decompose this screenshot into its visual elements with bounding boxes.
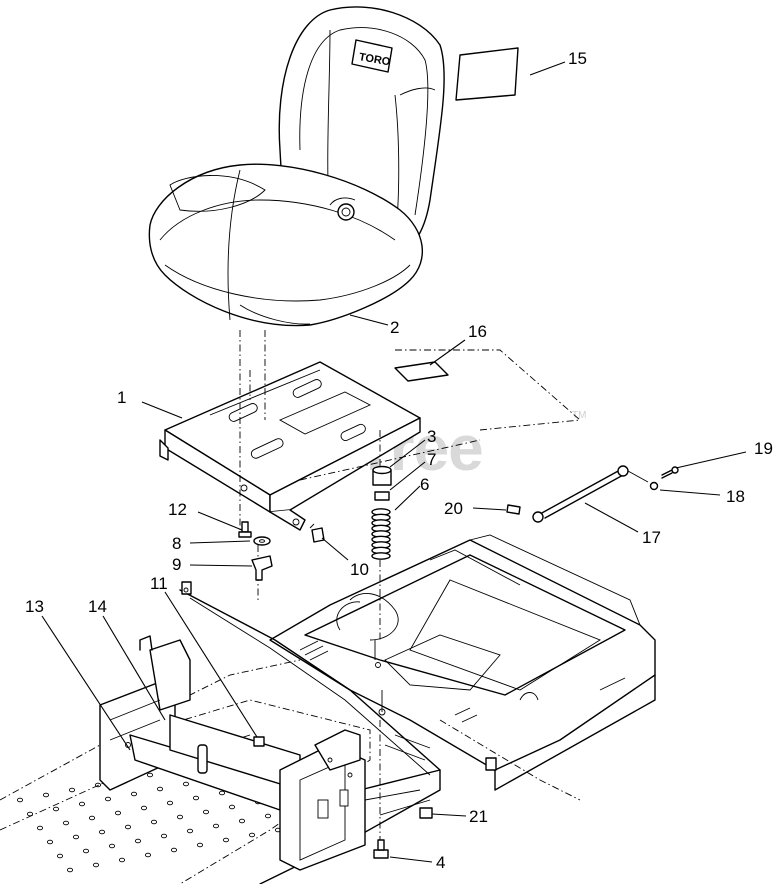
watermark-trademark: TM — [572, 410, 586, 421]
callout-12: 12 — [168, 500, 187, 519]
deck-hole — [134, 838, 142, 844]
callout-leaders — [41, 61, 747, 863]
callout-1: 1 — [117, 388, 126, 407]
callout-3: 3 — [427, 427, 436, 446]
deck-hole — [104, 796, 112, 802]
deck-hole — [140, 805, 148, 811]
callout-18: 18 — [726, 487, 745, 506]
deck-hole — [264, 813, 272, 819]
deck-hole — [130, 791, 138, 797]
deck-hole — [42, 792, 50, 798]
decal-seat — [455, 47, 519, 101]
deck-hole — [196, 842, 204, 848]
spring — [371, 508, 391, 560]
deck-hole — [108, 843, 116, 849]
callout-16: 16 — [468, 322, 487, 341]
deck-hole — [68, 787, 76, 793]
seat-logo: TORO — [351, 39, 393, 73]
stud — [238, 521, 252, 538]
callout-8: 8 — [172, 534, 181, 553]
cable — [532, 465, 649, 523]
deck-hole — [218, 790, 226, 796]
nut-rear — [419, 807, 433, 819]
deck-hole — [92, 862, 100, 868]
callout-11: 11 — [150, 574, 168, 593]
callout-20: 20 — [444, 499, 463, 518]
deck-hole — [186, 828, 194, 834]
deck-hole — [146, 772, 154, 778]
deck-hole — [114, 810, 122, 816]
deck-hole — [94, 782, 102, 788]
callout-4: 4 — [436, 853, 445, 872]
callout-13: 13 — [25, 597, 44, 616]
deck-hole — [82, 848, 90, 854]
deck-hole — [176, 814, 184, 820]
deck-hole — [36, 825, 44, 831]
callout-7: 7 — [427, 450, 436, 469]
callout-6: 6 — [420, 475, 429, 494]
deck-hole — [118, 857, 126, 863]
deck-hole — [66, 867, 74, 873]
callout-19: 19 — [754, 439, 773, 458]
seat-plate — [159, 361, 421, 531]
chassis-frame — [179, 534, 656, 885]
nut — [374, 491, 390, 501]
callout-9: 9 — [172, 555, 181, 574]
deck-hole — [46, 839, 54, 845]
callout-21: 21 — [469, 807, 488, 826]
clip — [649, 481, 659, 491]
deck-hole — [124, 824, 132, 830]
bolt-bottom — [373, 839, 389, 859]
deck-hole — [16, 797, 24, 803]
deck-hole — [222, 837, 230, 843]
footrest-bracket — [99, 635, 366, 871]
deck-hole — [98, 829, 106, 835]
deck-hole — [88, 815, 96, 821]
deck-hole — [56, 853, 64, 859]
deck-hole — [150, 819, 158, 825]
deck-hole — [248, 832, 256, 838]
deck-hole — [78, 801, 86, 807]
assembly-lines — [239, 330, 581, 850]
bumper — [372, 465, 392, 486]
bolt-small — [506, 504, 521, 515]
knob — [251, 555, 273, 581]
deck-hole — [212, 823, 220, 829]
bolt — [309, 523, 325, 543]
deck-hole — [228, 804, 236, 810]
callout-14: 14 — [88, 597, 107, 616]
deck-hole — [166, 800, 174, 806]
deck-hole — [156, 786, 164, 792]
deck-hole — [238, 818, 246, 824]
decal-plate — [394, 361, 449, 382]
callout-17: 17 — [642, 528, 661, 547]
deck-hole — [160, 833, 168, 839]
deck-hole — [52, 806, 60, 812]
callout-labels: 15 2 16 1 3 7 6 20 18 19 17 12 8 9 10 11… — [25, 49, 773, 872]
seat-logo-text: TORO — [358, 51, 392, 68]
deck-hole — [26, 811, 34, 817]
deck-hole — [170, 847, 178, 853]
washer — [253, 536, 271, 546]
nut-front — [253, 736, 265, 747]
deck-hole — [202, 809, 210, 815]
deck-hole — [62, 820, 70, 826]
seat: TORO — [148, 6, 445, 327]
cotter-pin — [661, 466, 679, 479]
deck-hole — [192, 795, 200, 801]
deck-hole — [182, 781, 190, 787]
deck-hole — [72, 834, 80, 840]
spring-coil — [371, 552, 391, 560]
callout-2: 2 — [390, 318, 399, 337]
callout-10: 10 — [350, 560, 369, 579]
deck-hole — [144, 852, 152, 858]
callout-15: 15 — [568, 49, 587, 68]
